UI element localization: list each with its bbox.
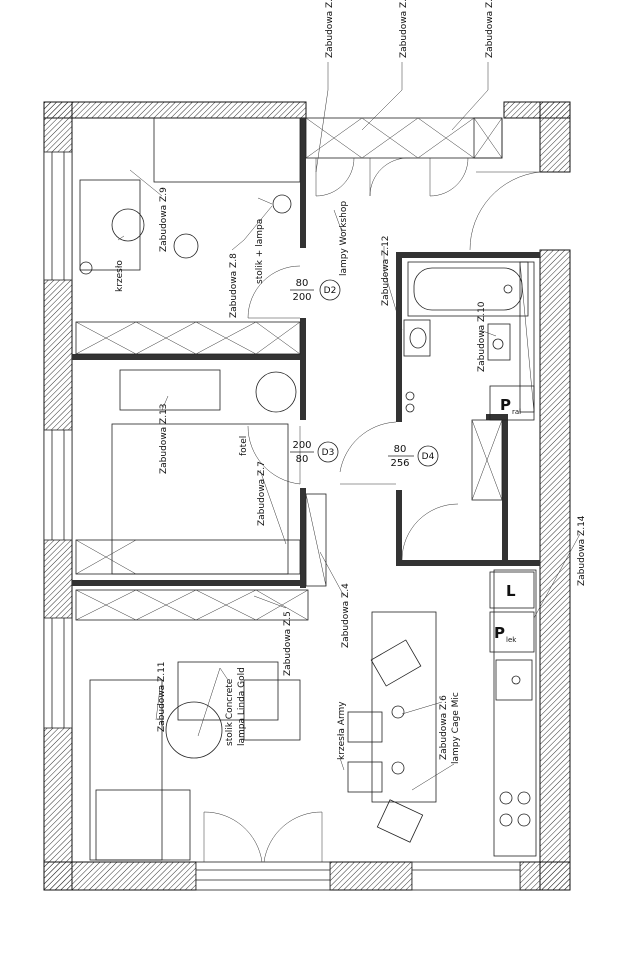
furniture — [75, 117, 541, 861]
door-tag-d2: 80 200 D2 — [290, 278, 341, 303]
leader-lines — [117, 62, 581, 791]
label-z4: Zabudowa Z.4 — [341, 583, 351, 648]
svg-text:P: P — [500, 396, 511, 414]
svg-text:D4: D4 — [422, 452, 435, 462]
interior-walls — [72, 118, 540, 588]
svg-text:P: P — [494, 624, 505, 642]
label-z10: Zabudowa Z.10 — [477, 301, 487, 372]
exterior-walls — [43, 101, 571, 891]
label-z3: Zabudowa Z.3 — [325, 0, 335, 58]
door-tag-d3: 200 80 D3 — [290, 440, 339, 465]
label-z9: Zabudowa Z.9 — [159, 187, 169, 252]
label-z11: Zabudowa Z.11 — [157, 661, 167, 732]
door-tag-d4: 80 256 D4 — [388, 444, 439, 469]
svg-text:ral: ral — [512, 408, 521, 416]
label-z6: Zabudowa Z.6 — [439, 695, 449, 760]
label-z5: Zabudowa Z.5 — [283, 611, 293, 676]
svg-text:D2: D2 — [324, 286, 337, 296]
svg-text:D3: D3 — [322, 448, 335, 458]
label-z12: Zabudowa Z.12 — [381, 235, 391, 306]
panel-p-lek: P lek — [489, 611, 535, 653]
label-lampy-cage: lampy Cage Mic — [451, 692, 461, 764]
label-z7: Zabudowa Z.7 — [257, 461, 267, 526]
svg-text:lek: lek — [506, 636, 517, 644]
svg-text:200: 200 — [292, 440, 311, 451]
label-stolik-concrete: stolik Concrete — [225, 678, 235, 746]
labels: Zabudowa Z.1 Zabudowa Z.2 Zabudowa Z.3 Z… — [115, 0, 587, 764]
label-lampy-workshop: lampy Workshop — [339, 201, 349, 276]
label-z1: Zabudowa Z.1 — [485, 0, 495, 58]
label-krzeslo: krzesło — [115, 260, 125, 292]
svg-text:80: 80 — [394, 444, 407, 455]
label-stolik-lampa: stolik + lampa — [255, 219, 265, 284]
bottom-window — [195, 811, 521, 891]
svg-text:80: 80 — [296, 278, 309, 289]
panel-p-ral: P ral — [489, 385, 535, 421]
label-z13: Zabudowa Z.13 — [159, 403, 169, 474]
svg-text:80: 80 — [296, 454, 309, 465]
label-z14: Zabudowa Z.14 — [577, 515, 587, 586]
svg-text:256: 256 — [390, 458, 409, 469]
label-krzesla-army: krzesła Army — [337, 701, 347, 760]
label-z2: Zabudowa Z.2 — [399, 0, 409, 58]
svg-text:L: L — [506, 582, 516, 600]
label-lampa-linda: lampa Linda Gold — [237, 667, 247, 746]
svg-text:200: 200 — [292, 292, 311, 303]
panel-l: L — [489, 571, 535, 609]
left-windows — [43, 151, 73, 729]
label-z8: Zabudowa Z.8 — [229, 253, 239, 318]
label-fotel: fotel — [239, 436, 249, 456]
